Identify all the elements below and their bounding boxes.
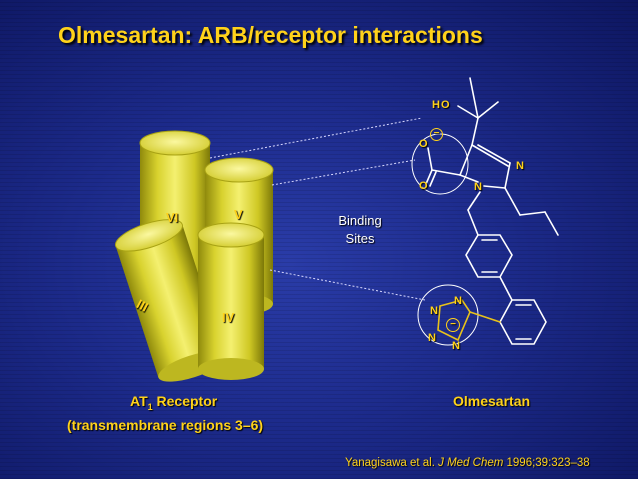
hydroxyl-label: HO	[432, 99, 451, 111]
carboxylate-minus-charge: −	[430, 128, 443, 141]
carboxylate-o-minus-label: O	[419, 138, 428, 150]
receptor-label-line1: AT1 Receptor	[130, 393, 217, 412]
tetrazole-n3-label: N	[428, 332, 436, 344]
helix-iii	[114, 219, 226, 382]
binding-site-lines	[209, 117, 426, 301]
helix-v-label: V	[234, 207, 243, 222]
tetrazole-n4-label: N	[452, 340, 460, 352]
citation: Yanagisawa et al. J Med Chem 1996;39:323…	[345, 457, 590, 469]
binding-line-top	[209, 117, 423, 159]
citation-journal: J Med Chem	[438, 457, 504, 469]
carboxylate-o-label: O	[419, 180, 428, 192]
citation-authors: Yanagisawa et al.	[345, 457, 439, 469]
binding-sites-line1: Binding	[338, 213, 382, 228]
tetrazole-minus-charge: −	[446, 318, 460, 332]
binding-sites-label: Binding Sites	[330, 212, 390, 248]
binding-line-middle	[271, 159, 416, 186]
binding-line-bottom	[269, 269, 426, 301]
receptor-label-subscript: 1	[147, 401, 153, 412]
imidazole-n-top-label: N	[516, 160, 524, 172]
tetrazole-n1-label: N	[454, 295, 462, 307]
olmesartan-label: Olmesartan	[453, 393, 531, 409]
highlight-circles	[411, 133, 479, 346]
helix-iv	[197, 222, 265, 380]
receptor-label-line2: (transmembrane regions 3–6)	[67, 417, 264, 433]
helix-iv-label: IV	[222, 310, 235, 325]
binding-sites-line2: Sites	[345, 231, 375, 246]
imidazole-n-bottom-label: N	[474, 181, 482, 193]
citation-details: 1996;39:323–38	[503, 457, 590, 469]
receptor-label-prefix: AT	[130, 393, 148, 409]
tetrazole-n2-label: N	[430, 305, 438, 317]
slide-title: Olmesartan: ARB/receptor interactions	[58, 22, 483, 48]
helix-vi-label: VI	[166, 210, 179, 225]
receptor-label-suffix: Receptor	[152, 393, 218, 409]
olmesartan-structure	[425, 77, 559, 345]
